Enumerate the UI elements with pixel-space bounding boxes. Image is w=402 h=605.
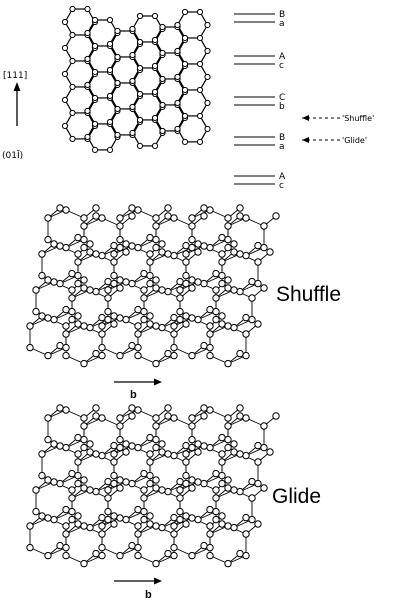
- top-panel: B a A c C b B a A c 'Shuffle' 'Glide' [1…: [2, 5, 374, 191]
- stacking-planes: [234, 13, 275, 185]
- hexagonal-lattice: [61, 5, 211, 154]
- glide-arrow-label: 'Glide': [342, 136, 367, 145]
- burgers-vector-label: b: [130, 389, 137, 401]
- glide-lattice: [26, 404, 280, 568]
- glide-arrow: 'Glide': [302, 136, 367, 145]
- glide-title: Glide: [272, 485, 321, 508]
- up-arrow-icon: [13, 82, 21, 126]
- stack-label: C: [279, 93, 285, 103]
- stack-label: c: [279, 181, 284, 191]
- middle-panel: Shuffle b: [26, 204, 341, 401]
- shuffle-arrow: 'Shuffle': [302, 114, 374, 123]
- stack-label: A: [279, 172, 286, 182]
- direction-111-label: [111]: [3, 71, 27, 81]
- burgers-vector-arrow: [114, 378, 162, 386]
- stack-label: c: [279, 61, 284, 71]
- direction-01-1-label: (01Ī): [2, 150, 23, 161]
- shuffle-lattice: [26, 204, 280, 368]
- shuffle-title: Shuffle: [276, 283, 341, 306]
- stack-label: a: [279, 142, 285, 152]
- stacking-labels: B a A c C b B a A c: [279, 10, 286, 191]
- stack-label: A: [279, 52, 286, 62]
- bottom-panel: Glide b: [26, 404, 321, 601]
- stack-label: b: [279, 102, 285, 112]
- stack-label: B: [279, 10, 285, 20]
- burgers-vector-label: b: [145, 589, 152, 601]
- stack-label: a: [279, 19, 285, 29]
- stack-label: B: [279, 133, 285, 143]
- burgers-vector-arrow: [114, 577, 162, 585]
- shuffle-arrow-label: 'Shuffle': [342, 114, 374, 123]
